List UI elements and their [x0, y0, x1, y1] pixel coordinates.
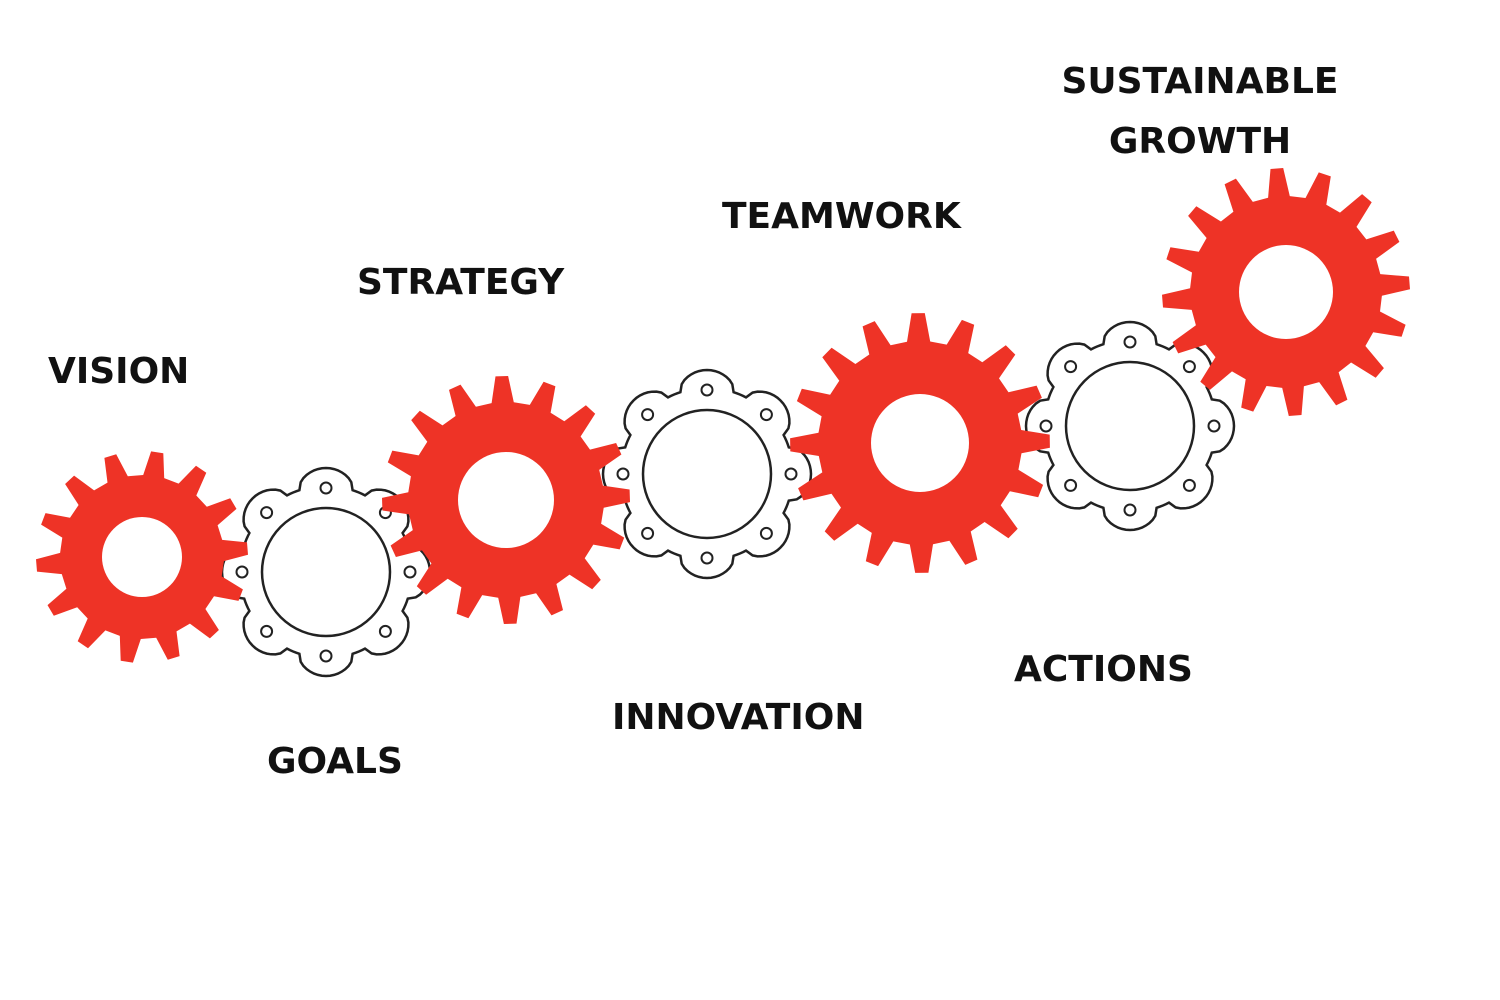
gear-bolt-hole	[641, 408, 655, 422]
label-innovation: INNOVATION	[612, 697, 865, 738]
gear-bolt-hole	[1123, 503, 1137, 517]
label-sustainable-growth: SUSTAINABLE GROWTH	[1061, 61, 1339, 162]
gear-bolt-hole	[319, 481, 333, 495]
outline-gear-icon	[1024, 320, 1236, 532]
gear-inner-ring	[1064, 360, 1196, 492]
gear-bolt-hole	[1123, 335, 1137, 349]
label-actions: ACTIONS	[1014, 649, 1193, 690]
outline-gear-icon	[601, 368, 813, 580]
gear-bolt-hole	[260, 506, 274, 520]
gear-bolt-hole	[1064, 360, 1078, 374]
gear-bolt-hole	[1182, 478, 1196, 492]
gear-bolt-hole	[403, 565, 417, 579]
gear-bolt-hole	[260, 624, 274, 638]
gear-hole	[458, 452, 554, 548]
gear-bolt-hole	[759, 408, 773, 422]
gear-bolt-hole	[641, 526, 655, 540]
gear-bolt-hole	[1039, 419, 1053, 433]
gear-bolt-hole	[1182, 360, 1196, 374]
gear-hole	[102, 517, 182, 597]
label-strategy: STRATEGY	[357, 262, 565, 303]
gear-actions	[1024, 320, 1236, 532]
label-goals: GOALS	[267, 741, 403, 782]
label-vision: VISION	[48, 351, 190, 392]
gear-hole	[1239, 245, 1333, 339]
gear-bolt-hole	[378, 624, 392, 638]
gear-hole	[871, 394, 969, 492]
label-teamwork: TEAMWORK	[722, 196, 961, 237]
gear-bolt-hole	[700, 383, 714, 397]
gear-bolt-hole	[759, 526, 773, 540]
gear-bolt-hole	[616, 467, 630, 481]
gear-strategy	[382, 376, 630, 624]
gear-bolt-hole	[235, 565, 249, 579]
gear-growth	[1162, 168, 1410, 416]
gear-bolt-hole	[784, 467, 798, 481]
gear-inner-ring	[641, 408, 773, 540]
gear-bolt-hole	[319, 649, 333, 663]
gear-bolt-hole	[1207, 419, 1221, 433]
gear-vision	[36, 451, 248, 663]
gear-inner-ring	[260, 506, 392, 638]
gear-innovation	[601, 368, 813, 580]
gear-bolt-hole	[700, 551, 714, 565]
gear-teamwork	[790, 313, 1050, 573]
gear-bolt-hole	[1064, 478, 1078, 492]
gear-goals	[220, 466, 432, 678]
